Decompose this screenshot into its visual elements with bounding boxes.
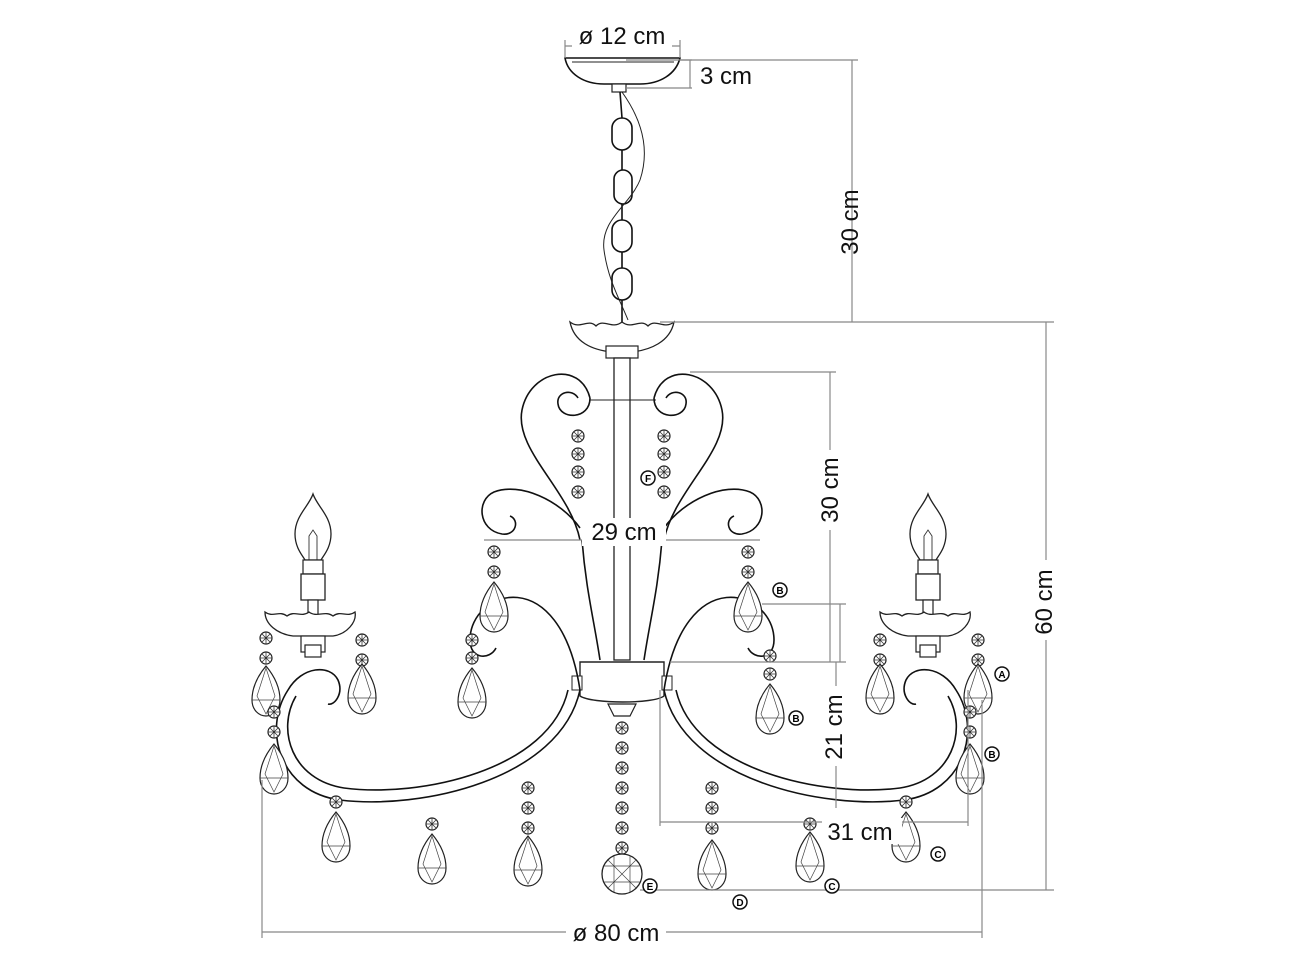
canopy-diameter-label: ø 12 cm (579, 23, 666, 50)
canopy (564, 57, 682, 93)
lower-body (571, 661, 673, 717)
part-tag-a: A (998, 670, 1005, 681)
right-candle (879, 493, 971, 658)
dimension-labels: ø 12 cm 3 cm 30 cm 60 cm 30 cm 29 cm 21 … (566, 22, 1058, 947)
top-crown (569, 320, 675, 359)
part-tag-c: C (828, 882, 835, 893)
central-stem (581, 357, 663, 661)
left-candle (264, 493, 356, 658)
crystals (251, 429, 993, 895)
upper-height-label: 30 cm (817, 457, 844, 522)
part-tag-c: C (934, 850, 941, 861)
part-tag-e: E (647, 882, 654, 893)
total-height-label: 60 cm (1031, 569, 1058, 634)
upper-scrolls (481, 373, 763, 541)
part-tag-d: D (736, 898, 743, 909)
part-tags: A B B B C C D E F (640, 470, 1010, 910)
dimension-lines (261, 40, 1054, 938)
part-tag-b: B (988, 750, 995, 761)
chain-length-label: 30 cm (837, 189, 864, 254)
overall-diameter-label: ø 80 cm (573, 920, 660, 947)
part-tag-b: B (776, 586, 783, 597)
arm-width-label: 31 cm (827, 819, 892, 846)
canopy-height-label: 3 cm (700, 63, 752, 90)
main-arms (275, 596, 969, 803)
upper-width-label: 29 cm (591, 519, 656, 546)
part-tag-f: F (645, 474, 651, 485)
chain (603, 91, 645, 322)
part-tag-b: B (792, 714, 799, 725)
lower-height-label: 21 cm (821, 694, 848, 759)
